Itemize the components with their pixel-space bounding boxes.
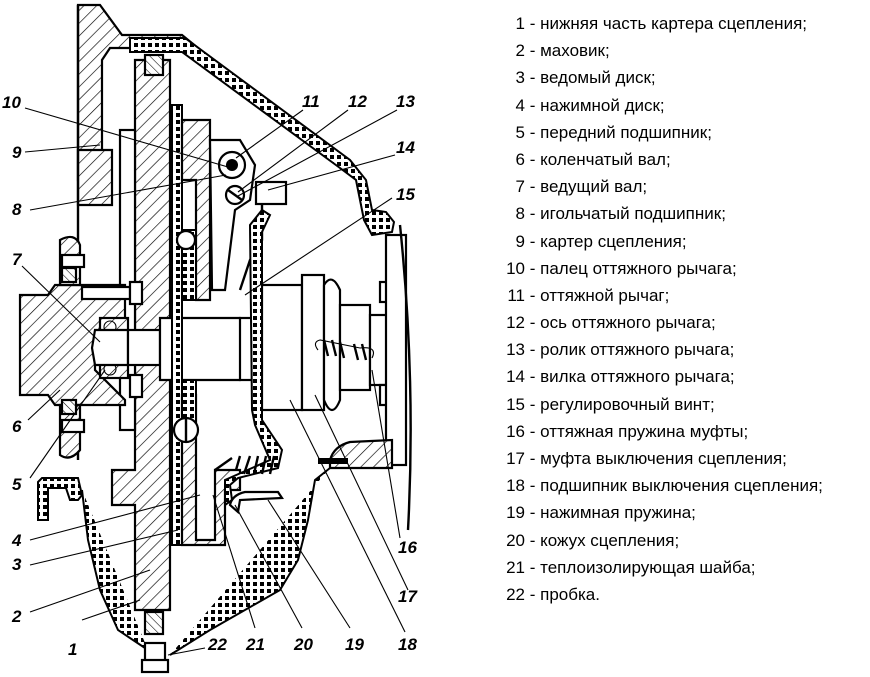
legend-item: 7 - ведущий вал; [515,177,648,197]
callout-3: 3 [12,555,22,574]
callout-15: 15 [396,185,415,204]
callout-12: 12 [348,92,367,111]
legend-item: 5 - передний подшипник; [515,122,712,142]
legend-item: 3 - ведомый диск; [515,68,656,88]
legend-item: 19 - нажимная пружина; [506,503,696,523]
callout-10: 10 [2,93,21,112]
legend-item: 11 - оттяжной рычаг; [507,285,670,305]
callout-17: 17 [398,587,418,606]
crankshaft [18,235,144,459]
clutch-cover [214,208,284,515]
callout-11: 11 [302,92,320,111]
callout-1: 1 [68,640,77,659]
leader-lines [21,107,409,656]
release-lever [208,138,288,292]
legend-item: 1 - нижняя часть картера сцепления; [515,14,807,33]
callout-18: 18 [398,635,417,654]
legend-item: 13 - ролик оттяжного рычага; [506,340,735,360]
legend-item: 21 - теплоизолирующая шайба; [506,557,756,577]
parts-legend: 1 - нижняя часть картера сцепления; 2 - … [494,10,823,608]
callout-20: 20 [293,635,313,654]
callout-5: 5 [12,475,22,494]
callout-19: 19 [345,635,364,654]
legend-item: 9 - картер сцепления; [515,231,687,251]
callout-4: 4 [11,531,22,550]
callout-21: 21 [245,635,265,654]
legend-item: 10 - палец оттяжного рычага; [506,258,737,278]
pressure-and-driven-disc [171,104,242,547]
legend-item: 2 - маховик; [515,41,610,61]
callout-2: 2 [11,607,22,626]
legend-item: 18 - подшипник выключения сцепления; [506,476,823,496]
bell-housing-right [318,224,412,531]
legend-item: 22 - пробка. [506,584,600,604]
lower-crankcase [37,467,331,674]
callout-7: 7 [12,250,23,269]
callout-6: 6 [12,417,22,436]
legend-item: 15 - регулировочный винт; [506,394,715,414]
callout-9: 9 [12,143,22,162]
callout-8: 8 [12,200,22,219]
release-bearing [260,273,392,412]
legend-item: 17 - муфта выключения сцепления; [506,449,787,468]
callout-16: 16 [398,538,417,557]
legend-item: 14 - вилка оттяжного рычага; [506,367,735,387]
legend-item: 12 - ось оттяжного рычага; [506,313,716,333]
callout-13: 13 [396,92,415,111]
callout-22: 22 [207,635,227,654]
legend-item: 20 - кожух сцепления; [506,530,680,550]
legend-item: 6 - коленчатый вал; [515,149,671,169]
clutch-cross-section-drawing: 1 2 3 4 5 6 7 8 9 10 11 12 13 14 15 16 1… [2,3,418,674]
legend-item: 8 - игольчатый подшипник; [515,204,726,224]
clutch-housing [76,3,396,460]
callout-14: 14 [396,138,415,157]
legend-item: 4 - нажимной диск; [515,95,665,115]
legend-item: 16 - оттяжная пружина муфты; [506,421,749,441]
